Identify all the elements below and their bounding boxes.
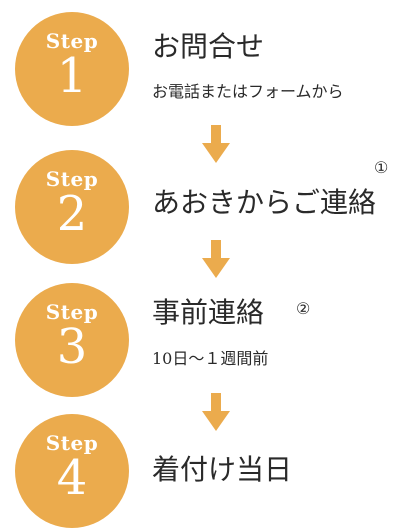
step-title: あおきからご連絡 xyxy=(152,186,377,219)
step-number: 1 xyxy=(56,48,88,104)
step-circle: Step 2 xyxy=(15,150,129,264)
step-label: Step xyxy=(45,167,99,191)
step-note: ② xyxy=(296,299,311,318)
arrow-down-icon xyxy=(202,125,230,163)
step-label: Step xyxy=(45,431,99,455)
step-title: 着付け当日 xyxy=(152,453,293,486)
step-title: 事前連絡 xyxy=(152,296,265,329)
step-number: 4 xyxy=(56,450,88,506)
arrow-down-icon xyxy=(202,393,230,431)
step-label: Step xyxy=(45,29,99,53)
step-subtitle: お電話またはフォームから xyxy=(152,82,344,101)
step-title: お問合せ xyxy=(152,30,265,63)
step-circle: Step 1 xyxy=(15,12,129,126)
step-note: ① xyxy=(374,158,389,177)
step-label: Step xyxy=(45,300,99,324)
step-number: 3 xyxy=(56,319,88,375)
step-number: 2 xyxy=(56,186,88,242)
arrow-down-icon xyxy=(202,240,230,278)
step-circle: Step 3 xyxy=(15,283,129,397)
step-circle: Step 4 xyxy=(15,414,129,528)
step-subtitle: 10日〜１週間前 xyxy=(152,349,269,368)
